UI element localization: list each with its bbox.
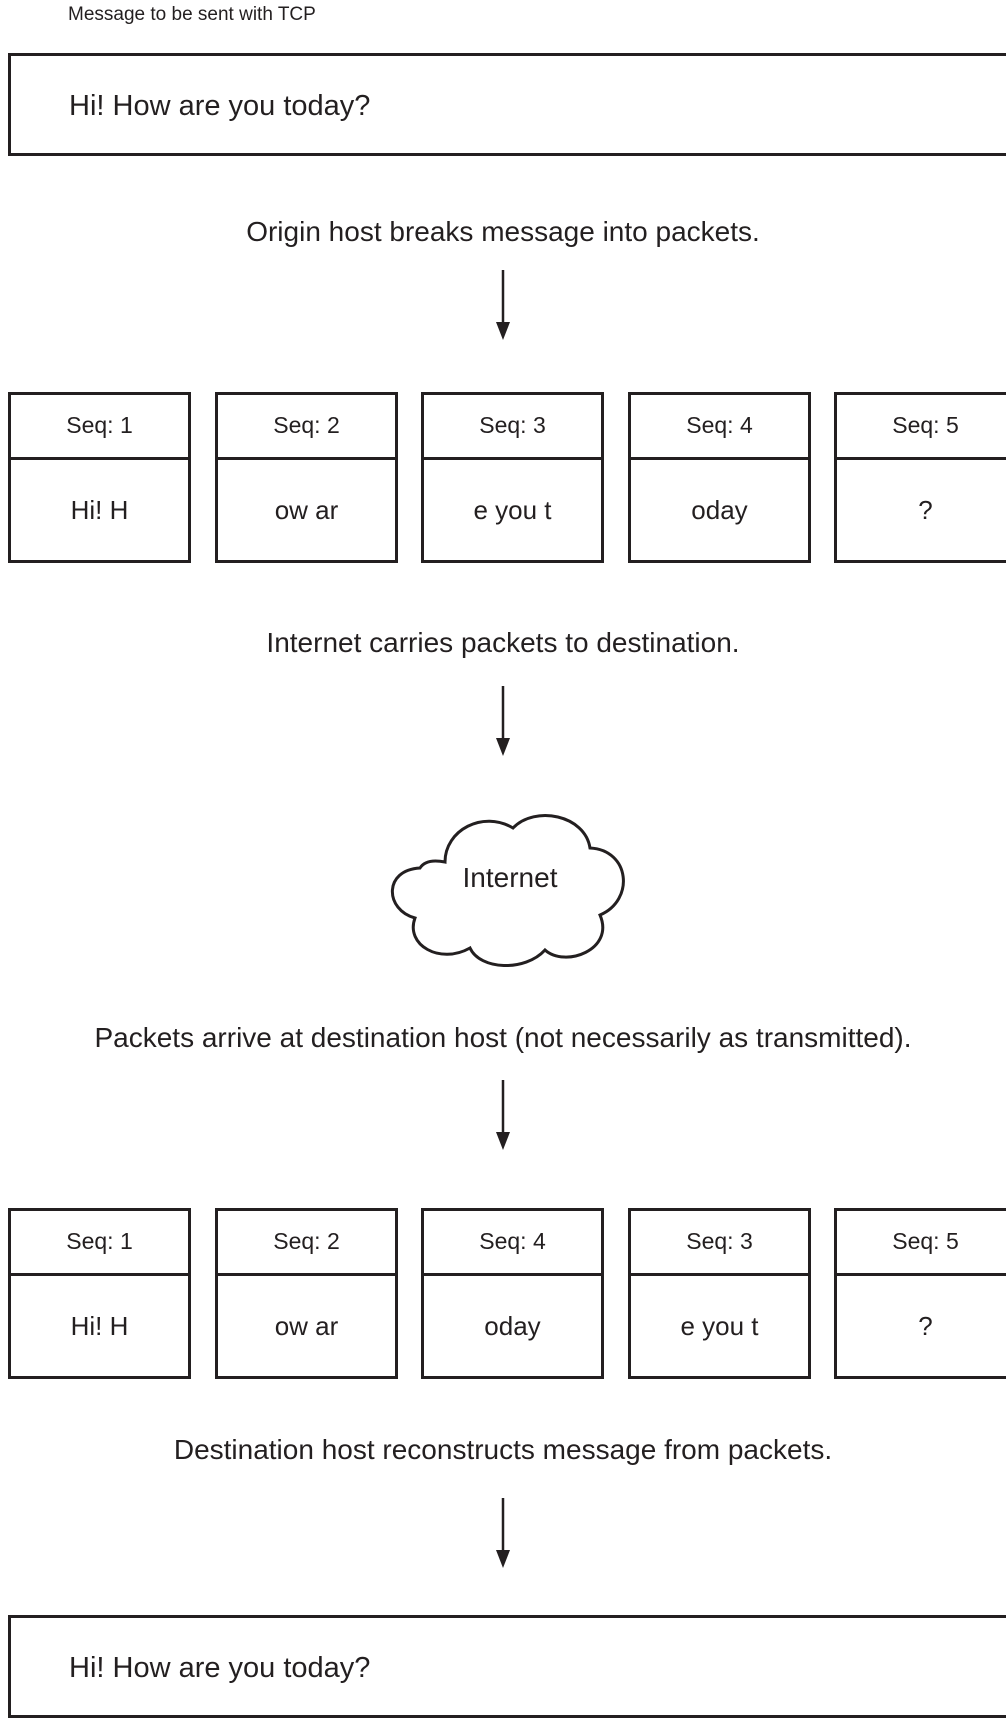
packet: Seq: 5 ? [834,1208,1006,1379]
packet-data: ? [918,495,933,525]
packet-data: ow ar [274,495,339,525]
packet-seq-label: Seq: 4 [424,1211,601,1276]
packet-seq-label: Seq: 1 [11,1211,188,1276]
packet: Seq: 1 Hi! H [8,392,191,563]
packet-seq-label: Seq: 5 [837,395,1006,460]
packet: Seq: 2 ow ar [215,392,398,563]
down-arrow-icon [496,686,510,756]
packet-data: Hi! H [70,1311,129,1341]
packet-seq-label: Seq: 2 [218,395,395,460]
step-3-text: Packets arrive at destination host (not … [94,1022,912,1053]
packet: Seq: 4 oday [421,1208,604,1379]
packet-data: e you t [473,495,552,525]
down-arrow-icon [496,1080,510,1150]
packet-seq-label: Seq: 1 [11,395,188,460]
step-4-text: Destination host reconstructs message fr… [173,1434,833,1465]
reconstructed-message-text: Hi! How are you today? [69,1652,371,1684]
packet-seq-label: Seq: 3 [631,1211,808,1276]
packet-data: ow ar [274,1311,339,1341]
step-2-text: Internet carries packets to destination. [266,627,740,658]
packet: Seq: 5 ? [834,392,1006,563]
packet: Seq: 3 e you t [421,392,604,563]
packet: Seq: 2 ow ar [215,1208,398,1379]
step-1-text: Origin host breaks message into packets. [246,216,760,247]
packet-data: oday [484,1311,541,1341]
packet: Seq: 4 oday [628,392,811,563]
packet-data: Hi! H [70,495,129,525]
packet-seq-label: Seq: 5 [837,1211,1006,1276]
packet-data: ? [918,1311,933,1341]
packet-data: oday [691,495,748,525]
reconstructed-message-box: Hi! How are you today? [8,1615,1006,1718]
internet-label: Internet [462,862,558,893]
original-message-text: Hi! How are you today? [69,90,371,122]
packet-data: e you t [680,1311,759,1341]
internet-cloud-icon [390,814,625,967]
diagram-caption: Message to be sent with TCP [68,4,316,25]
packet-seq-label: Seq: 2 [218,1211,395,1276]
packet-seq-label: Seq: 3 [424,395,601,460]
packet-seq-label: Seq: 4 [631,395,808,460]
down-arrow-icon [496,1498,510,1568]
original-message-box: Hi! How are you today? [8,53,1006,156]
packet: Seq: 1 Hi! H [8,1208,191,1379]
down-arrow-icon [496,270,510,340]
packet: Seq: 3 e you t [628,1208,811,1379]
